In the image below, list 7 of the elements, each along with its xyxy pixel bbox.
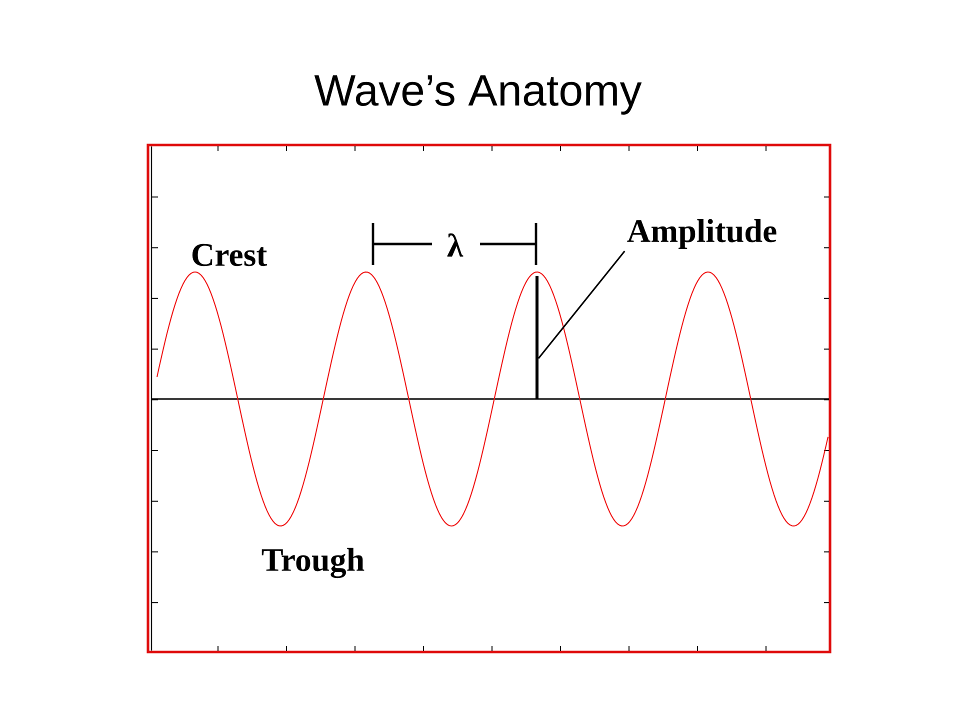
title: Wave’s Anatomy [314,75,642,115]
amplitude-line [536,276,538,399]
label: Trough [262,548,364,578]
leader-line [538,250,626,359]
dimension-label: λ [447,233,464,257]
label: Crest [192,244,268,266]
label: Amplitude [627,219,776,249]
